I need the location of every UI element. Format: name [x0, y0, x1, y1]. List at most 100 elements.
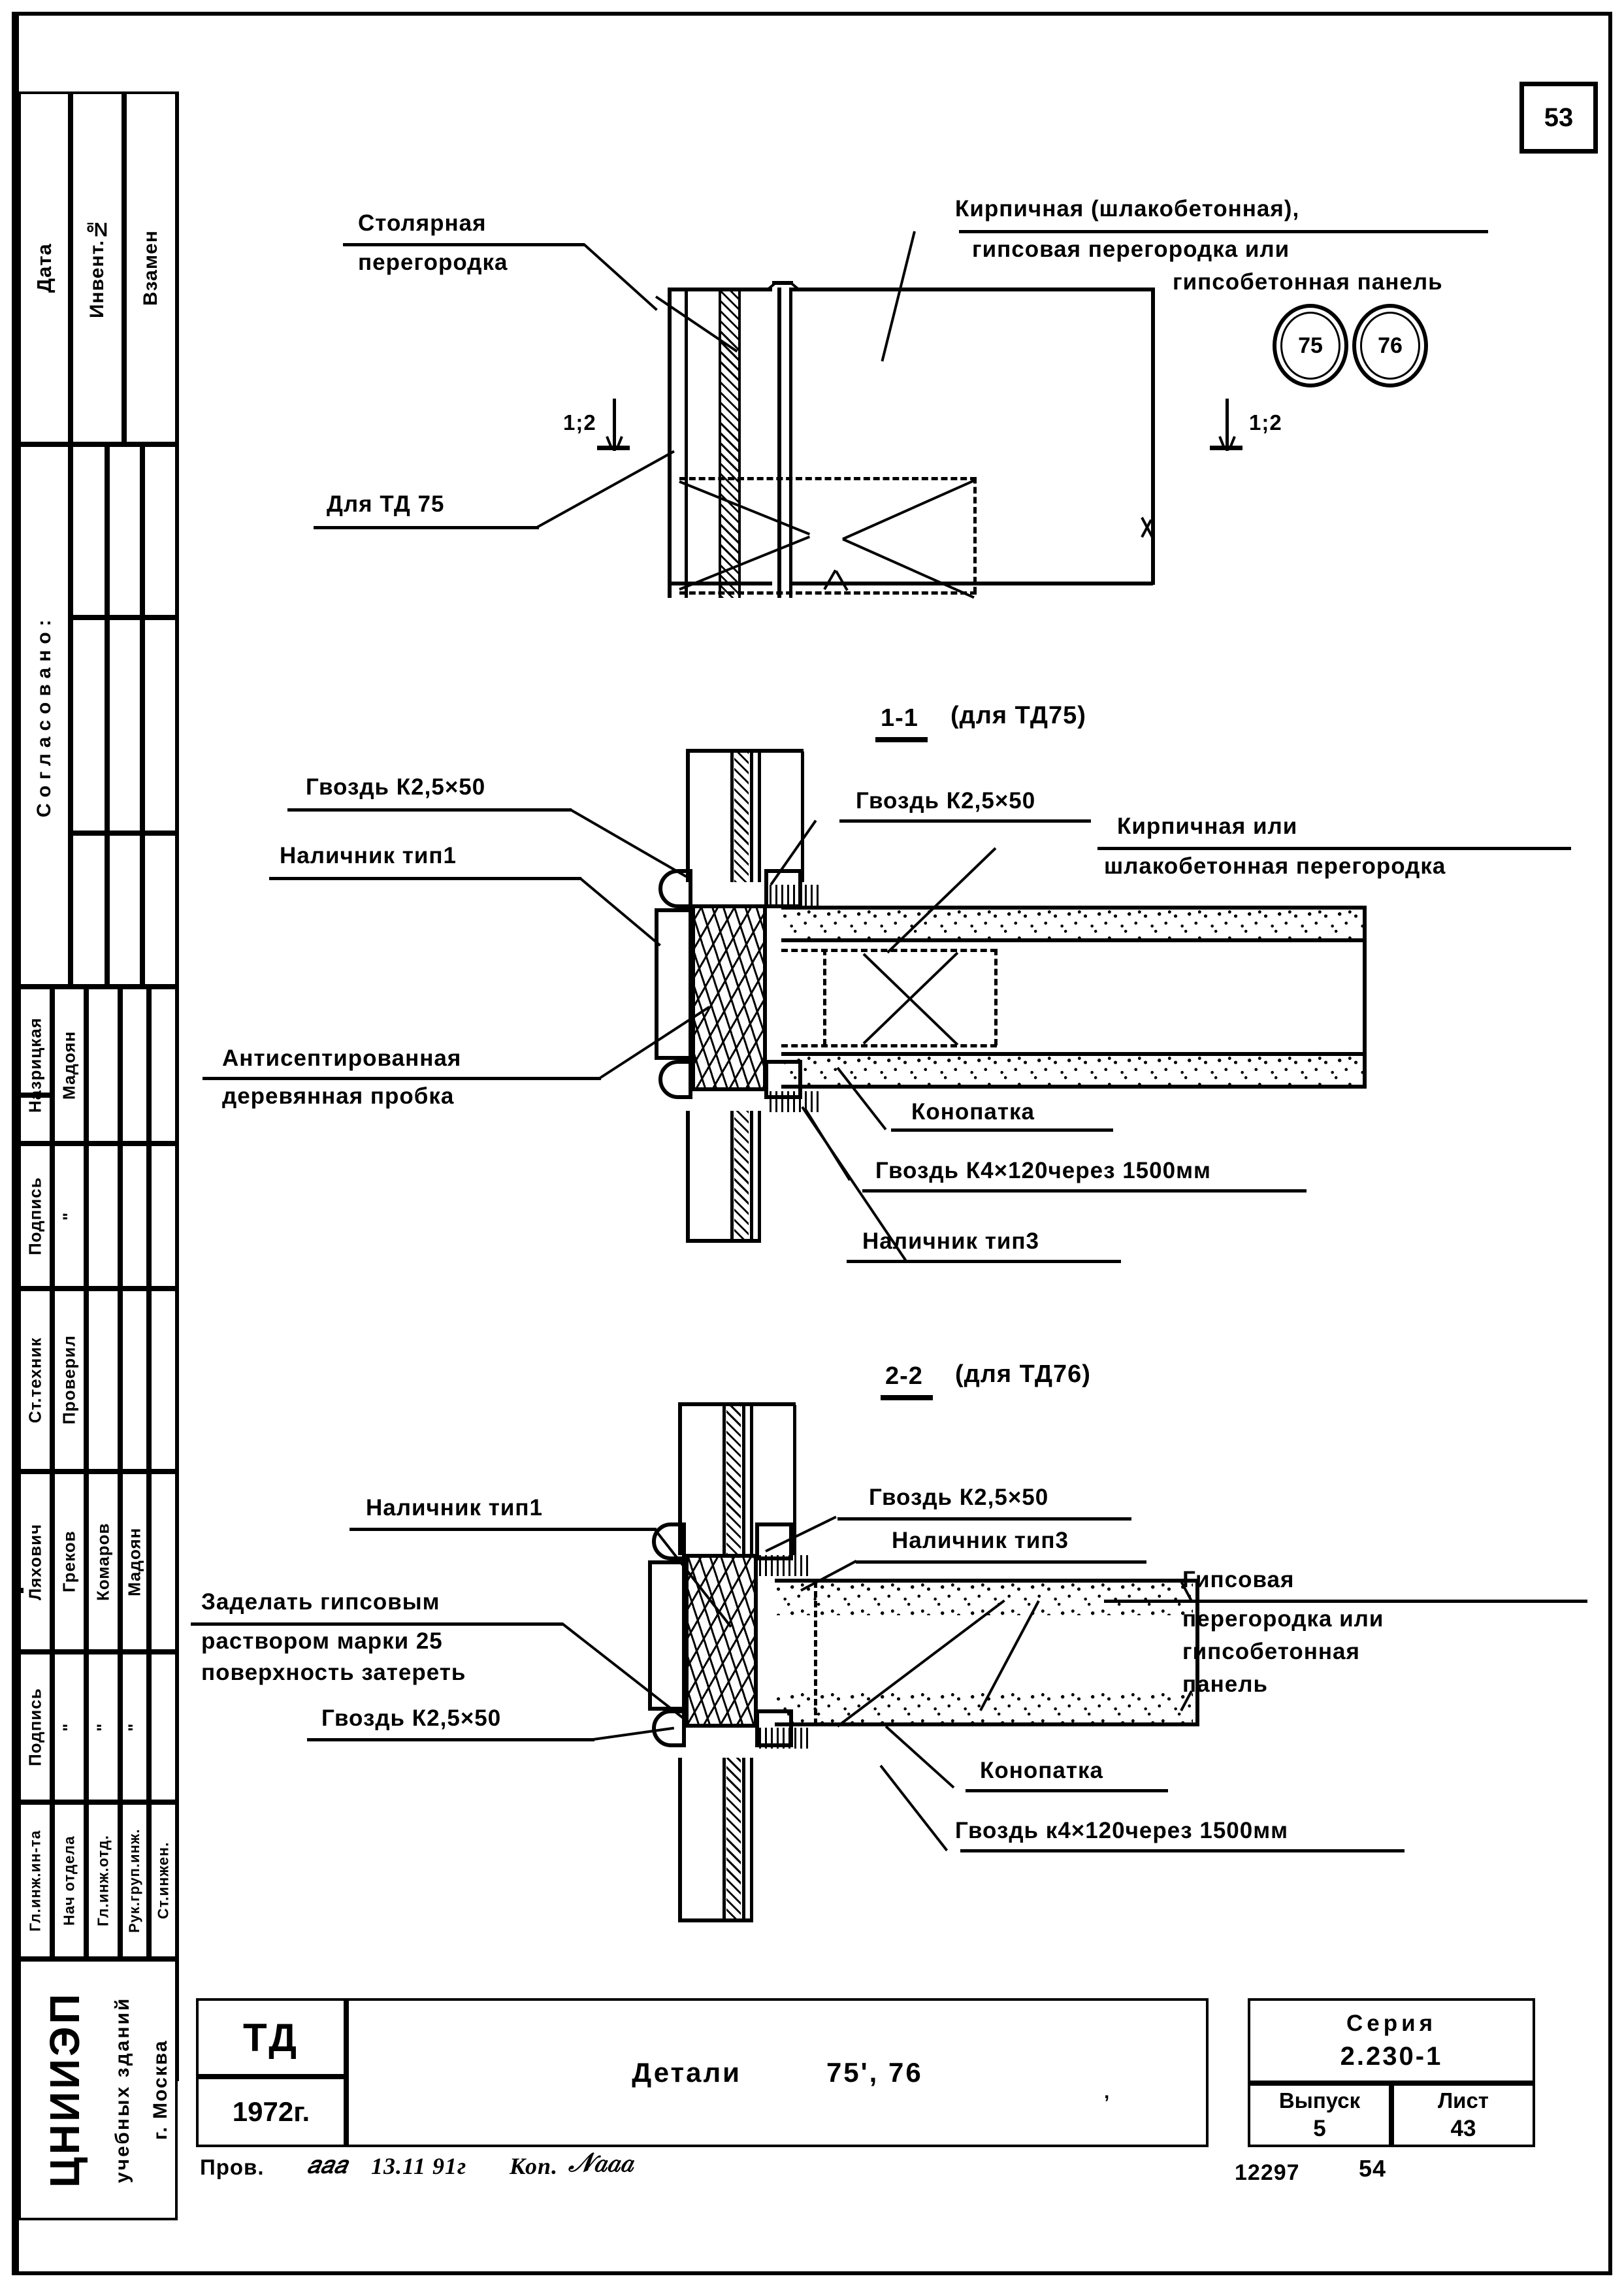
sec1-dash-centerline [823, 949, 826, 1045]
label-s1-gvozd-left: Гвоздь К2,5×50 [306, 774, 486, 800]
plan-wall-bottom-left [668, 582, 772, 585]
stamp-cell-blank-4 [71, 617, 107, 833]
stamp-label-podpis-2: Подпись [25, 1688, 45, 1766]
sec2-jamb-outer-right-upper [750, 1405, 753, 1555]
stamp-cell-grekov: Греков [52, 1472, 86, 1652]
leader-s2-konopatka [966, 1789, 1168, 1792]
detail-circle-76-label: 76 [1378, 333, 1403, 358]
plan-dash-right [973, 477, 977, 593]
stamp-cell-blank-14 [120, 1144, 149, 1289]
sec2-jamb-inner-upper [723, 1405, 726, 1555]
stamp-cell-blank-19 [149, 1472, 178, 1652]
label-s2-nalichnik3: Наличник тип3 [892, 1528, 1069, 1553]
sec1-wall-lower-band [781, 1055, 1363, 1086]
label-s2-peregorodka: перегородка или [1182, 1606, 1384, 1632]
stamp-label-grekov: Греков [59, 1530, 79, 1593]
sec1-wood-plug-right [763, 904, 767, 1091]
sec2-jamb-hatch-lower [726, 1758, 741, 1921]
titleblock-list-label: Лист [1438, 2088, 1489, 2113]
plan-partition-outer-right [789, 288, 792, 598]
sec2-wall-lower-band [775, 1691, 1193, 1725]
stamp-cell-lyahovich: Ляхович [18, 1472, 52, 1652]
stamp-cell-madoyan-1: Мадоян [52, 987, 86, 1144]
stamp-cell-ditto-1: " [52, 1144, 86, 1289]
stamp-spacer [18, 1588, 24, 1593]
stamp-left-edge [16, 16, 19, 2271]
sec2-casing-lower [652, 1709, 686, 1747]
sec2-casing-strip [648, 1560, 686, 1711]
stamp-divider [18, 1093, 52, 1098]
plan-wall-right-edge [1151, 288, 1155, 585]
detail-circle-75: 75 [1273, 304, 1348, 387]
stamp-label-lyahovich: Ляхович [25, 1523, 45, 1600]
sec1-wood-plug [694, 907, 763, 1090]
label-s2-gvozd: Гвоздь К2,5×50 [321, 1705, 502, 1731]
titleblock-seriya-label: Серия [1346, 2010, 1437, 2036]
sec1-casing-right-lower [764, 1060, 802, 1099]
stamp-label-proveril: Проверил [59, 1335, 79, 1425]
bottom-left-number: 12297 [1235, 2160, 1300, 2185]
section-1-1-underline [875, 737, 928, 742]
sec1-casing-right-upper [764, 869, 802, 908]
section-1-1-paren: (для ТД75) [950, 702, 1086, 729]
stamp-cell-blank-11 [120, 987, 149, 1144]
sec2-wall-right-end [1195, 1579, 1199, 1726]
titleblock-vypusk-label: Выпуск [1278, 2088, 1361, 2113]
titleblock-vypusk-cell: Выпуск 5 [1248, 2083, 1391, 2147]
stamp-label-komarov: Комаров [93, 1522, 113, 1601]
stamp-cell-podpis-2: Подпись [18, 1652, 52, 1802]
plan-partition-inner-right [777, 288, 781, 598]
sec2-wood-plug-top [685, 1554, 758, 1558]
section-mark-right-base [1210, 446, 1242, 450]
label-kirpichnaya-line2: гипсовая перегородка или [972, 237, 1290, 262]
sec2-casing-right-upper [755, 1522, 793, 1560]
sec1-jamb-bottom-lower [686, 1239, 761, 1243]
leader-s1-nalichnik3 [847, 1260, 1121, 1263]
leader-s2-gvozd-right [837, 1517, 1131, 1521]
leader-s1-gvozd-k4 [862, 1189, 1307, 1193]
stamp-cell-komarov: Комаров [86, 1472, 120, 1652]
stamp-cell-blank-9 [142, 833, 178, 987]
stamp-cell-sttehnik: Ст.техник [18, 1289, 52, 1472]
bottom-right-number: 54 [1359, 2155, 1387, 2182]
leader-s2-gvozd [307, 1738, 594, 1741]
label-s1-antisept-1: Антисептированная [222, 1045, 462, 1071]
sec2-dash-centerline [814, 1581, 817, 1725]
label-stolyarnaya-line1: Столярная [358, 210, 487, 236]
sec1-wood-plug-bottom [691, 1087, 767, 1091]
label-s1-kirpichnaya: Кирпичная или [1117, 814, 1298, 839]
leader-s1-konopatka [891, 1128, 1113, 1132]
stamp-label-pos-5: Ст.инжен. [154, 1841, 172, 1920]
plan-partition-inner-left [685, 288, 688, 598]
sec1-frame-right-upper [801, 751, 804, 882]
label-kirpichnaya-line3: гипсобетонная панель [1173, 269, 1443, 295]
plan-jamb-bump [772, 281, 793, 285]
detail-circle-76: 76 [1352, 304, 1428, 387]
sec2-wood-plug-left [685, 1554, 689, 1728]
titleblock-handwritten-date: 13.11 91г [371, 2153, 467, 2179]
label-s1-antisept-2: деревянная пробка [222, 1083, 455, 1109]
sec2-casing-right-lower [755, 1709, 793, 1747]
leader-s1-antisept [203, 1077, 601, 1080]
sec2-jamb-inner2-lower [742, 1758, 745, 1921]
titleblock-drawing-numbers: 75', 76 [826, 2057, 923, 2088]
titleblock-prov-label: Пров. [200, 2155, 265, 2179]
sec1-casing-upper [658, 869, 692, 908]
sec1-jamb-top-upper [686, 749, 755, 753]
section-1-1-title: 1-1 [881, 704, 918, 732]
stamp-cell-blank-8 [107, 833, 142, 987]
stamp-cell-blank-7 [71, 833, 107, 987]
titleblock-drawing-title: Детали [632, 2057, 741, 2088]
stamp-cell-ditto-4: " [120, 1652, 149, 1802]
stamp-label-ditto-2: " [59, 1722, 79, 1732]
stamp-cell-madoyan-2: Мадоян [120, 1472, 149, 1652]
stamp-cell-blank-12 [149, 987, 178, 1144]
sec1-dash-bottom [781, 1044, 997, 1047]
comma-mark: , [1104, 2081, 1111, 2103]
section-mark-right-stem [1226, 399, 1229, 451]
org-line2: учебных зданий [112, 1996, 133, 2183]
stamp-label-podpis-1: Подпись [25, 1177, 45, 1255]
sec1-jamb-inner2-lower [750, 1111, 753, 1242]
sec2-jamb-outer-left-upper [678, 1405, 682, 1555]
